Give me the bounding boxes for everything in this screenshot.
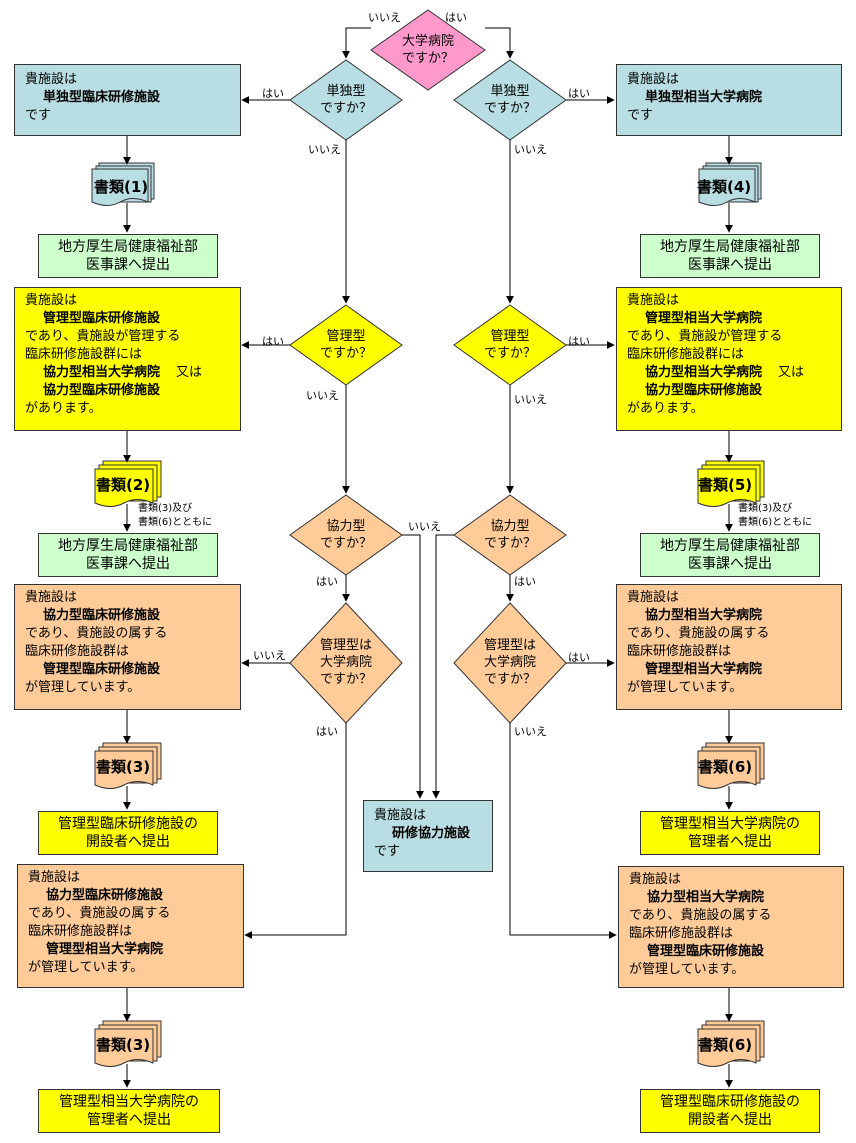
edge-label-no: いいえ <box>514 725 547 738</box>
edge-label-yes: はい <box>316 725 338 738</box>
document-stack-2 <box>94 460 162 507</box>
edge-label-yes: はい <box>316 575 338 588</box>
edge-label-no: いいえ <box>306 389 339 402</box>
edge-label-yes: はい <box>568 335 590 348</box>
coop-right-text: 協力型ですか？ <box>483 519 536 551</box>
submit-box-founder-left: 管理型臨床研修施設の開設者へ提出 <box>38 811 218 855</box>
mgr-univ-left-text: 管理型は大学病院ですか？ <box>319 638 372 687</box>
document-stack-5 <box>697 460 765 507</box>
document-stack-6a <box>697 742 765 789</box>
start-no-line <box>342 27 371 59</box>
start-diamond <box>370 9 486 91</box>
submit-box-bureau-right-1: 地方厚生局健康福祉部医事課へ提出 <box>640 234 820 278</box>
edge-label-no: いいえ <box>514 393 547 406</box>
submit-box-bureau-left-2: 地方厚生局健康福祉部医事課へ提出 <box>38 533 218 577</box>
result-single-right: 貴施設は 単独型相当大学病院 です <box>616 64 842 136</box>
with-docs-note-left-2: 書類(6)とともに <box>138 517 213 528</box>
with-docs-note-right-2: 書類(6)とともに <box>738 517 813 528</box>
document-label: 書類(2) <box>96 476 151 494</box>
edge-label-no: いいえ <box>368 11 401 24</box>
result-single-left: 貴施設は 単独型臨床研修施設 です <box>14 64 241 136</box>
mgr-univ-right-no-line <box>509 723 617 939</box>
document-stack-4 <box>698 162 762 206</box>
submit-box-bureau-left-1: 地方厚生局健康福祉部医事課へ提出 <box>38 234 218 278</box>
single-right-text: 単独型ですか？ <box>483 84 536 116</box>
result-coop2-right: 貴施設は 協力型相当大学病院 であり、貴施設の属する 臨床研修施設群は 管理型臨… <box>618 866 844 988</box>
document-stack-3a <box>94 742 162 789</box>
submit-box-manager-right: 管理型相当大学病院の管理者へ提出 <box>640 811 820 855</box>
edge-label-yes: はい <box>262 87 284 100</box>
result-coop2-left: 貴施設は 協力型臨床研修施設 であり、貴施設の属する 臨床研修施設群は 管理型相… <box>17 864 244 988</box>
mgr-univ-right-text: 管理型は大学病院ですか？ <box>483 638 536 687</box>
edge-label-yes: はい <box>568 651 590 664</box>
with-docs-note-right-1: 書類(3)及び <box>738 503 793 514</box>
edge-label-yes: はい <box>514 575 536 588</box>
coop-left-no-line <box>402 534 424 799</box>
document-label: 書類(6) <box>698 758 753 776</box>
with-docs-note-left-1: 書類(3)及び <box>138 503 193 514</box>
mgr-univ-left-yes-line <box>244 723 347 939</box>
edge-label-no: いいえ <box>514 143 547 156</box>
edge-label-yes: はい <box>568 87 590 100</box>
document-label: 書類(3) <box>96 1036 151 1054</box>
coop-left-text: 協力型ですか？ <box>319 519 372 551</box>
document-label: 書類(6) <box>698 1036 753 1054</box>
document-label: 書類(5) <box>698 476 753 494</box>
edge-label-no: いいえ <box>308 143 341 156</box>
document-label: 書類(4) <box>697 178 752 196</box>
result-admin-right: 貴施設は 管理型相当大学病院 であり、貴施設が管理する 臨床研修施設群には 協力… <box>616 287 842 431</box>
coop-right-no-line <box>432 534 454 799</box>
document-stack-1 <box>91 162 155 206</box>
submit-box-manager-left: 管理型相当大学病院の管理者へ提出 <box>38 1089 220 1133</box>
admin-right-text: 管理型ですか？ <box>483 329 536 361</box>
document-stack-3b <box>94 1020 162 1067</box>
start-text: 大学病院ですか？ <box>401 34 454 66</box>
submit-box-bureau-right-2: 地方厚生局健康福祉部医事課へ提出 <box>640 533 820 577</box>
document-label: 書類(1) <box>94 178 149 196</box>
single-left-text: 単独型ですか？ <box>319 84 372 116</box>
document-stack-6b <box>697 1020 765 1067</box>
admin-left-text: 管理型ですか？ <box>319 329 372 361</box>
document-label: 書類(3) <box>96 758 151 776</box>
edge-label-yes: はい <box>445 11 467 24</box>
start-yes-line <box>485 27 514 59</box>
edge-label-no: いいえ <box>253 649 286 662</box>
edge-label-yes: はい <box>262 335 284 348</box>
result-coop1-right: 貴施設は 協力型相当大学病院 であり、貴施設の属する 臨床研修施設群は 管理型相… <box>616 584 842 710</box>
result-training-cooperation: 貴施設は 研修協力施設 です <box>363 800 493 872</box>
edge-label-no: いいえ <box>408 520 441 533</box>
submit-box-founder-right: 管理型臨床研修施設の開設者へ提出 <box>640 1089 820 1133</box>
result-admin-left: 貴施設は 管理型臨床研修施設 であり、貴施設が管理する 臨床研修施設群には 協力… <box>14 287 241 431</box>
result-coop1-left: 貴施設は 協力型臨床研修施設 であり、貴施設の属する 臨床研修施設群は 管理型臨… <box>14 584 241 710</box>
